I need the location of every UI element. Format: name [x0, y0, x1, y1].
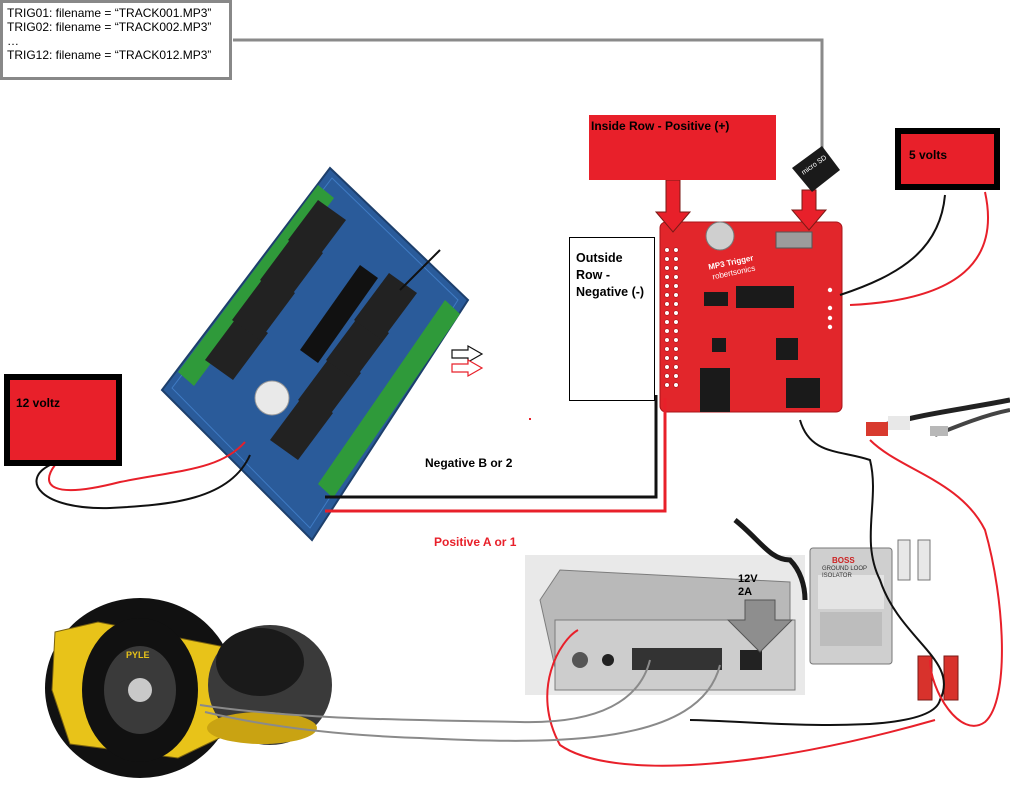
- note-connector-line: [233, 38, 824, 150]
- microsd-card-icon: [792, 146, 840, 192]
- down-arrow-icon: [726, 599, 794, 653]
- wire-negative-black: [325, 395, 658, 499]
- relay-pointer-arrow-1: [451, 344, 484, 364]
- wire-12v-black: [35, 454, 251, 510]
- inside-row-label: Inside Row - Positive (+): [591, 119, 730, 133]
- wire-speaker-gray-1: [199, 659, 651, 724]
- isolator-brand-label: BOSS: [832, 556, 855, 565]
- five-volts-box: 5 volts: [895, 128, 1000, 190]
- wire-5v-black: [839, 194, 946, 296]
- trigger-filename-note: TRIG01: filename = “TRACK001.MP3” TRIG02…: [0, 0, 232, 80]
- speaker-image: [45, 598, 332, 778]
- negative-label: Negative B or 2: [425, 456, 513, 470]
- wire-5v-red: [849, 191, 990, 306]
- mp3-trigger-board-image: [659, 221, 843, 413]
- down-arrow-icon: [654, 179, 692, 233]
- inside-row-label-box: Inside Row - Positive (+): [589, 115, 776, 180]
- note-line-2: TRIG02: filename = “TRACK002.MP3”: [7, 20, 212, 34]
- positive-label: Positive A or 1: [434, 535, 517, 549]
- relay-pointer-arrow-2: [451, 358, 484, 378]
- amp-power-label: 12V 2A: [738, 573, 758, 598]
- wire-amp-red-loop: [546, 629, 936, 767]
- wire-positive-red: [325, 398, 667, 513]
- speaker-brand-label: PYLE: [126, 650, 150, 660]
- note-line-1: TRIG01: filename = “TRACK001.MP3”: [7, 6, 212, 20]
- relay-board-image: [160, 166, 470, 542]
- wire-audio-black: [689, 419, 946, 726]
- outside-row-label: Outside Row - Negative (-): [576, 251, 645, 299]
- amp-power-cable: [733, 518, 808, 601]
- isolator-text-label: GROUND LOOP ISOLATOR: [822, 566, 867, 579]
- wire-12v-red: [48, 441, 246, 491]
- twelve-volts-box: 12 voltz: [4, 374, 122, 466]
- rca-plugs: [897, 539, 959, 701]
- ground-loop-isolator-image: [809, 547, 893, 665]
- audio-cable-image: [866, 397, 1010, 437]
- wire-speaker-gray-2: [204, 664, 721, 742]
- note-line-3: …: [7, 34, 19, 48]
- twelve-volts-label: 12 voltz: [16, 396, 61, 410]
- wire-audio-red: [869, 439, 1003, 727]
- five-volts-label: 5 volts: [909, 148, 948, 162]
- down-arrow-icon: [790, 189, 828, 231]
- note-line-4: TRIG12: filename = “TRACK012.MP3”: [7, 48, 212, 62]
- outside-row-label-box: Outside Row - Negative (-): [569, 237, 655, 401]
